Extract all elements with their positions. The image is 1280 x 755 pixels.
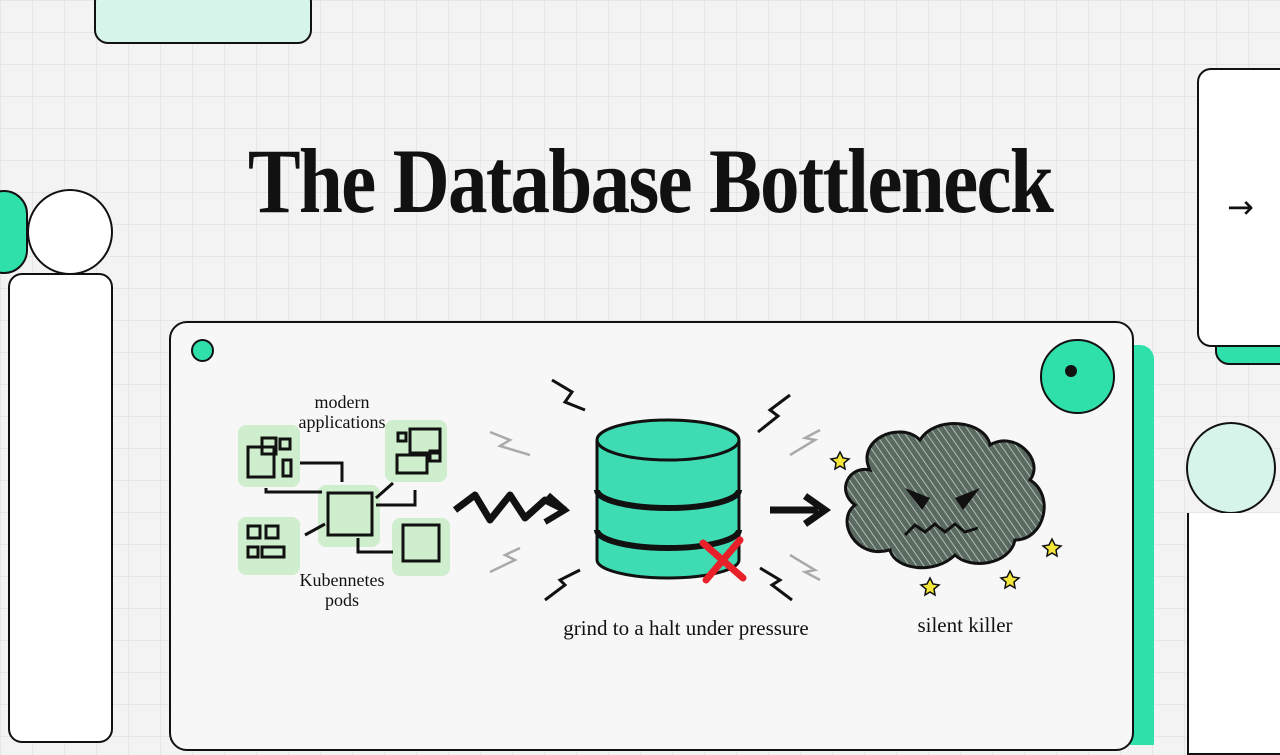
crack-lines [544,378,793,602]
star-icons [829,450,1063,597]
right-card-lower [1187,513,1280,755]
page-title: The Database Bottleneck [247,130,1054,232]
left-circle [27,189,113,275]
right-arrow-icon [770,493,832,527]
angry-cloud-icon [844,422,1046,570]
left-teal-shape [0,190,28,274]
pods-label: Kubennetes pods [282,570,402,610]
pods-label-line2: pods [324,590,359,610]
next-arrow-icon[interactable]: → [1227,188,1254,226]
apps-label: modern applications [282,392,402,432]
database-label: grind to a halt under pressure [563,616,809,640]
apps-label-line1: modern [314,392,370,412]
cloud-label: silent killer [917,613,1013,637]
kubernetes-pods-icon [238,420,450,576]
right-mint-circle [1186,422,1276,514]
right-nav-card[interactable]: → [1197,68,1280,347]
zigzag-arrow-icon [452,491,567,524]
bottleneck-illustration [238,378,1063,602]
apps-label-line2: applications [298,412,386,432]
left-card [8,273,113,743]
top-mint-card [94,0,312,44]
small-teal-dot [191,339,214,362]
big-teal-circle [1040,339,1115,414]
pods-label-line1: Kubennetes [299,570,385,590]
error-x-icon [699,536,747,584]
